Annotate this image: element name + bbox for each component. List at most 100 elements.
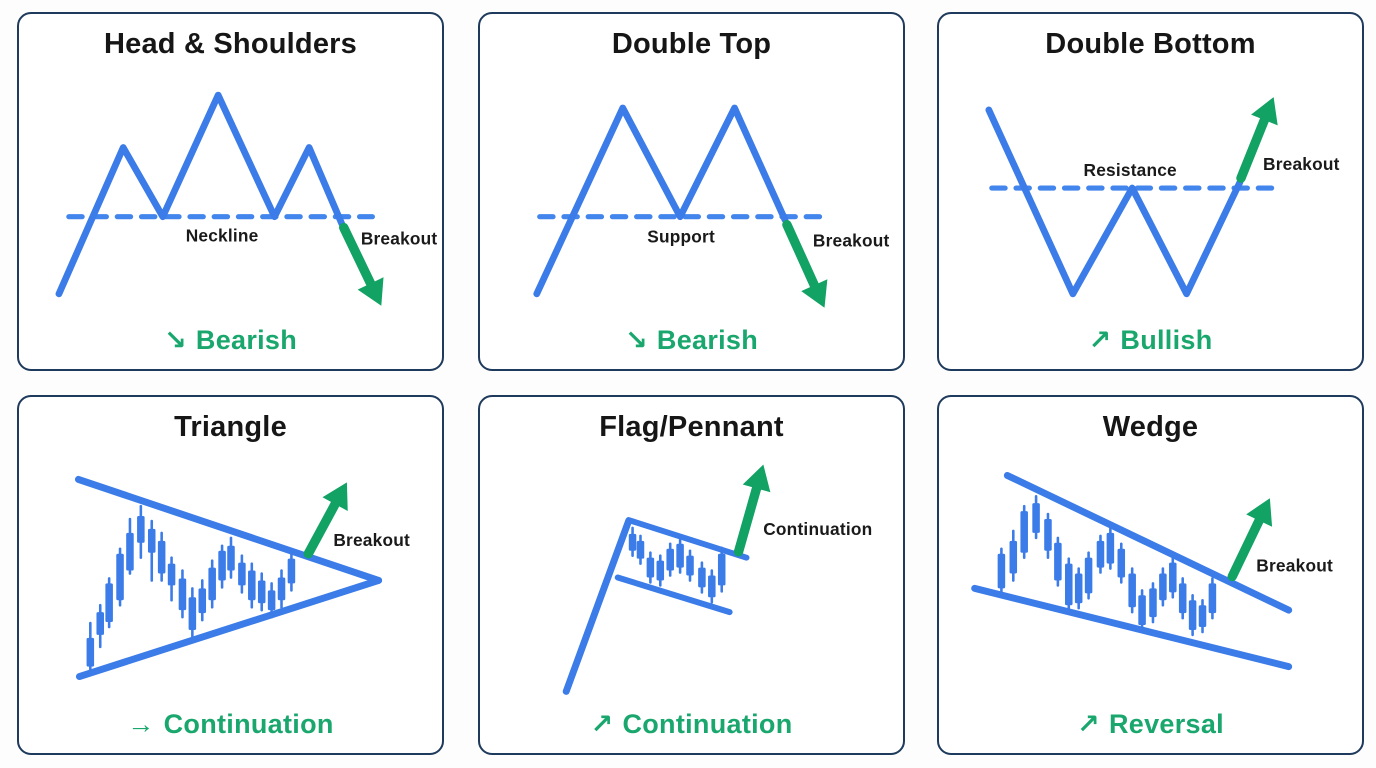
breakout-arrow-head bbox=[1246, 498, 1273, 527]
candlestick bbox=[1106, 532, 1115, 564]
down-right-arrow-icon: ↘ bbox=[624, 325, 648, 355]
breakout-arrow-shaft bbox=[1227, 512, 1266, 582]
candlestick bbox=[1084, 557, 1093, 594]
candlestick bbox=[277, 577, 286, 601]
panel-double-top: Double Top Support Breakout ↘ Bearish bbox=[478, 12, 905, 371]
candlestick bbox=[1009, 540, 1018, 574]
candlestick bbox=[227, 545, 235, 571]
candlestick bbox=[1178, 583, 1187, 614]
breakout-arrow-head bbox=[322, 482, 348, 511]
panel-title: Double Top bbox=[611, 28, 772, 60]
candlestick bbox=[287, 558, 296, 584]
candlestick bbox=[1020, 511, 1028, 553]
price-line bbox=[74, 475, 383, 584]
panel-title: Triangle bbox=[174, 411, 287, 443]
candlestick bbox=[997, 553, 1006, 589]
price-line bbox=[985, 106, 1244, 298]
panel-wedge: Wedge Breakout ↗ Reversal bbox=[937, 395, 1364, 755]
candlestick bbox=[686, 555, 694, 576]
breakout-arrow-shaft bbox=[733, 479, 763, 557]
signal-label: ↗Bullish bbox=[939, 325, 1362, 356]
candlestick bbox=[238, 562, 246, 586]
price-line bbox=[75, 576, 383, 681]
candlestick bbox=[646, 557, 655, 578]
signal-text: Reversal bbox=[1108, 709, 1224, 739]
price-line bbox=[971, 584, 1293, 671]
signal-label: ↗ Continuation bbox=[480, 709, 903, 740]
price-line bbox=[625, 517, 750, 561]
candlestick bbox=[1054, 542, 1062, 581]
pattern-drawing: Breakout bbox=[74, 475, 410, 681]
right-arrow-icon: → bbox=[127, 709, 155, 739]
candlestick bbox=[218, 550, 226, 581]
annotation-label: Neckline bbox=[186, 225, 259, 245]
panel-title: Flag/Pennant bbox=[599, 411, 784, 443]
breakout-arrow-shaft bbox=[339, 222, 377, 292]
candlestick bbox=[1032, 503, 1040, 533]
pattern-drawing: Continuation bbox=[562, 464, 872, 695]
candlestick bbox=[1169, 562, 1177, 593]
breakout-arrow-head bbox=[1251, 97, 1278, 126]
signal-text: Bearish bbox=[656, 325, 759, 355]
breakout-arrow-shaft bbox=[782, 219, 821, 294]
pattern-drawing: Neckline Breakout bbox=[55, 91, 438, 306]
candlestick bbox=[257, 580, 266, 604]
panel-flag-pennant: Flag/Pennant Continuation ↗ Continuation bbox=[478, 395, 905, 755]
price-line bbox=[55, 91, 346, 298]
up-right-arrow-icon: ↗ bbox=[1077, 709, 1100, 739]
candlestick bbox=[1065, 563, 1073, 606]
pattern-drawing: Breakout bbox=[971, 471, 1333, 671]
annotation-label: Breakout bbox=[1256, 556, 1333, 576]
breakout-arrow-head bbox=[742, 464, 771, 493]
signal-label: ↘ Bearish bbox=[480, 325, 903, 356]
candlestick bbox=[267, 590, 276, 611]
panel-title: Head & Shoulders bbox=[104, 28, 357, 60]
candlestick bbox=[666, 548, 674, 571]
candlestick bbox=[105, 583, 113, 623]
breakout-arrow-head bbox=[357, 277, 384, 306]
candlestick bbox=[147, 528, 156, 553]
candlestick bbox=[708, 575, 716, 598]
candlestick bbox=[717, 553, 726, 586]
candlestick bbox=[1138, 595, 1146, 626]
candlestick bbox=[698, 567, 706, 588]
candlestick bbox=[248, 570, 256, 601]
annotation-label: Breakout bbox=[333, 530, 410, 550]
annotation-label: Breakout bbox=[361, 228, 438, 248]
candlestick bbox=[198, 588, 207, 614]
price-line bbox=[533, 104, 789, 298]
candlestick bbox=[1096, 540, 1105, 568]
up-right-arrow-icon: ↗ bbox=[590, 709, 614, 739]
annotation-label: Breakout bbox=[1263, 154, 1340, 174]
candlestick bbox=[1128, 573, 1136, 608]
candlestick bbox=[1044, 519, 1052, 551]
signal-text: Continuation bbox=[163, 709, 334, 739]
candlestick bbox=[1208, 583, 1217, 614]
candlestick bbox=[1188, 600, 1197, 630]
signal-text: Bullish bbox=[1120, 325, 1213, 355]
candlestick bbox=[167, 563, 176, 586]
signal-label: ↗ Reversal bbox=[939, 709, 1362, 740]
candlestick bbox=[676, 543, 684, 568]
signal-label: ↘Bearish bbox=[19, 325, 442, 356]
signal-text: Bearish bbox=[195, 325, 298, 355]
annotation-label: Breakout bbox=[813, 230, 890, 250]
panel-title: Wedge bbox=[1102, 411, 1199, 443]
annotation-label: Continuation bbox=[763, 519, 872, 539]
signal-text: Continuation bbox=[622, 709, 793, 739]
candlestick bbox=[1149, 588, 1157, 618]
candlestick bbox=[116, 553, 124, 601]
candlestick bbox=[178, 578, 187, 611]
candlestick bbox=[636, 540, 645, 559]
candlestick bbox=[1117, 548, 1126, 578]
candlestick bbox=[96, 612, 104, 635]
pattern-drawing: Support Breakout bbox=[533, 104, 890, 308]
candlestick bbox=[137, 516, 145, 543]
price-line bbox=[562, 517, 633, 695]
candlestick bbox=[628, 533, 637, 551]
price-line bbox=[614, 574, 733, 616]
annotation-label: Support bbox=[647, 226, 715, 246]
price-line bbox=[1003, 471, 1293, 614]
